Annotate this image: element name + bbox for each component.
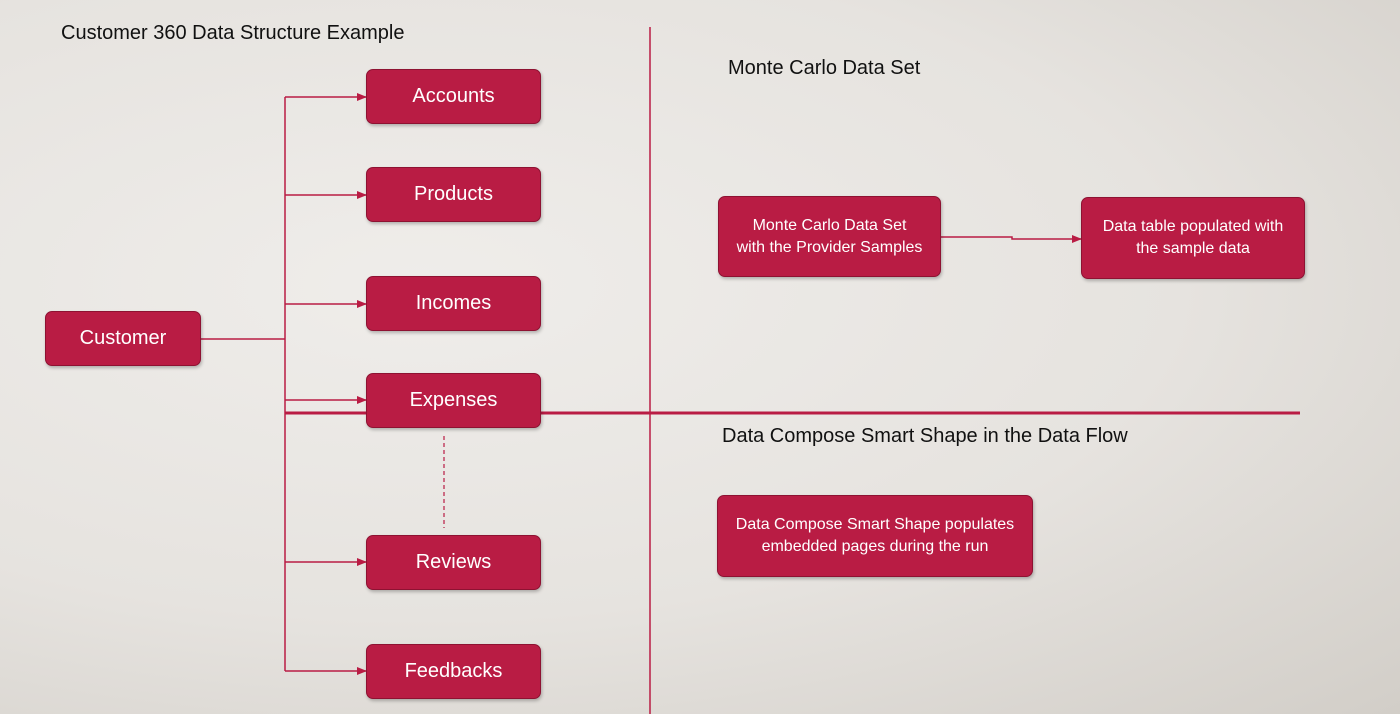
node-customer[interactable]: Customer <box>45 311 201 366</box>
node-expenses[interactable]: Expenses <box>366 373 541 428</box>
node-reviews[interactable]: Reviews <box>366 535 541 590</box>
node-datacompose[interactable]: Data Compose Smart Shape populates embed… <box>717 495 1033 577</box>
node-incomes[interactable]: Incomes <box>366 276 541 331</box>
node-products[interactable]: Products <box>366 167 541 222</box>
customer360-title: Customer 360 Data Structure Example <box>61 22 405 44</box>
node-accounts[interactable]: Accounts <box>366 69 541 124</box>
node-montecarlo-target[interactable]: Data table populated with the sample dat… <box>1081 197 1305 279</box>
montecarlo-title: Monte Carlo Data Set <box>728 57 921 79</box>
node-montecarlo-source[interactable]: Monte Carlo Data Set with the Provider S… <box>718 196 941 277</box>
datacompose-title: Data Compose Smart Shape in the Data Flo… <box>722 425 1128 447</box>
montecarlo-flow-arrow <box>940 235 1082 243</box>
node-feedbacks[interactable]: Feedbacks <box>366 644 541 699</box>
